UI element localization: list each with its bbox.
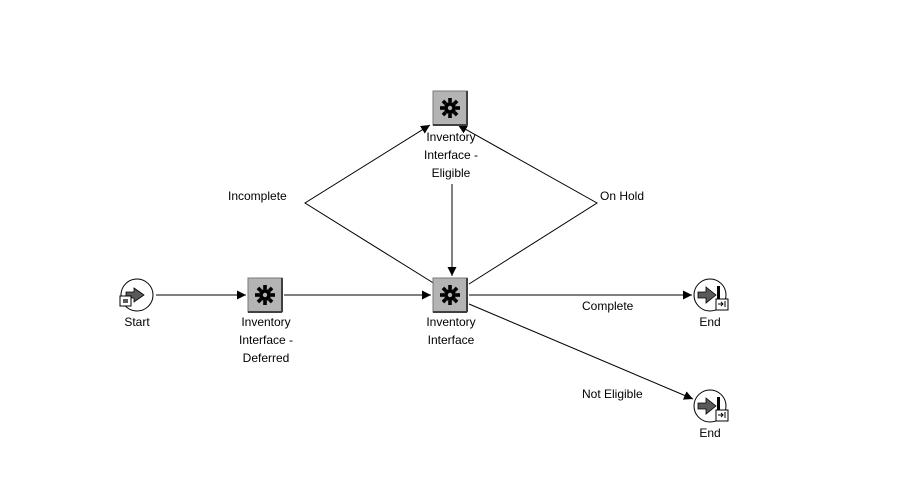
eligible-label-line-1: Inventory [426, 130, 476, 144]
eligible-node[interactable] [432, 90, 468, 126]
end-not-eligible-node[interactable] [693, 389, 729, 423]
deferred-label-line-3: Deferred [242, 351, 290, 365]
start-node[interactable] [119, 278, 154, 312]
start-label: Start [124, 315, 150, 329]
edge-not-eligible [468, 303, 694, 400]
edge-label-incomplete: Incomplete [228, 189, 287, 203]
end-complete-node[interactable] [693, 278, 729, 312]
deferred-label-line-2: Interface - [238, 333, 294, 347]
edge-incomplete [304, 124, 436, 285]
eligible-label-line-2: Interface - [423, 148, 479, 162]
deferred-label-line-1: Inventory [241, 315, 291, 329]
interface-label-line-2: Interface [427, 333, 475, 347]
edge-label-on-hold: On Hold [600, 189, 645, 203]
edge-label-complete: Complete [582, 299, 634, 313]
deferred-node[interactable] [247, 277, 283, 313]
edge-label-not-eligible: Not Eligible [582, 387, 643, 401]
end-complete-label: End [699, 315, 721, 329]
eligible-label: Inventory Interface - Eligible [424, 128, 478, 182]
edge-on-hold [457, 124, 598, 285]
interface-label-line-1: Inventory [426, 315, 476, 329]
interface-node[interactable] [432, 277, 468, 313]
end-not-eligible-label: End [699, 426, 721, 440]
eligible-label-line-3: Eligible [431, 166, 471, 180]
interface-label: Inventory Interface [426, 313, 475, 349]
deferred-label: Inventory Interface - Deferred [239, 313, 293, 367]
